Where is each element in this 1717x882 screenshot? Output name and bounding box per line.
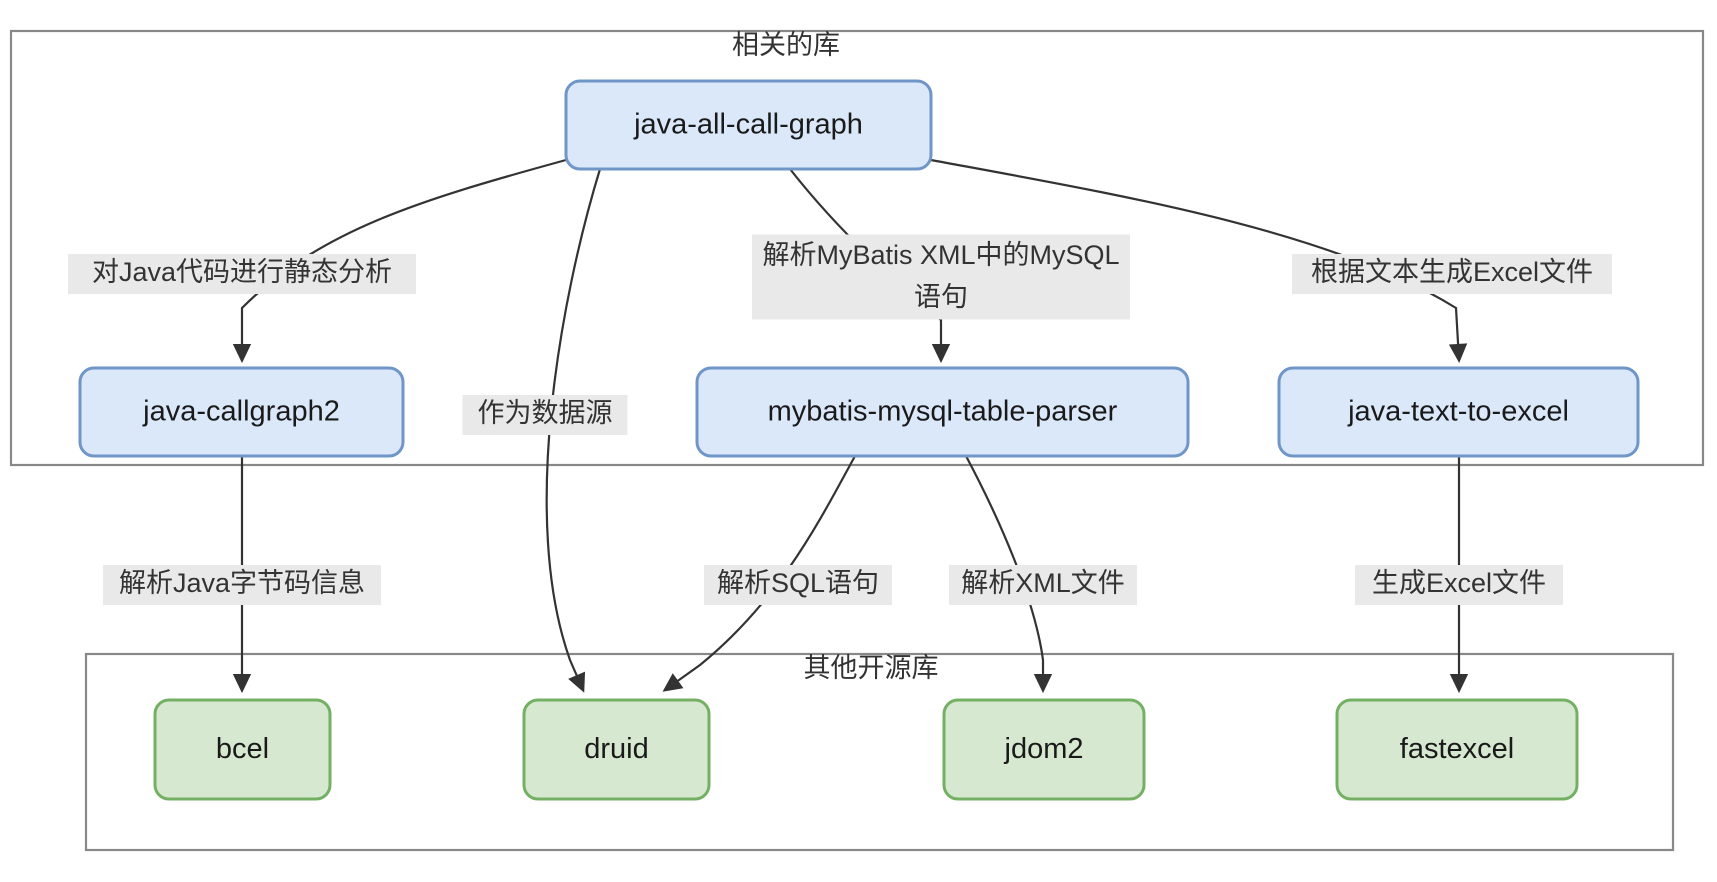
edge-label-background xyxy=(752,234,1130,320)
cluster-title-other-open-source-libs: 其他开源库 xyxy=(804,653,939,683)
node-label-jacg: java-all-call-graph xyxy=(633,109,863,141)
edge-label-e1: 对Java代码进行静态分析 xyxy=(68,254,416,294)
cluster-title-related-libs: 相关的库 xyxy=(732,30,840,60)
cluster-group xyxy=(9,29,1705,852)
node-jcg2[interactable]: java-callgraph2 xyxy=(78,366,405,458)
node-box-jtte[interactable] xyxy=(1277,366,1640,458)
edge-label-e7: 解析XML文件 xyxy=(949,565,1137,605)
node-label-jtte: java-text-to-excel xyxy=(1347,396,1569,428)
node-box-mmtp[interactable] xyxy=(695,366,1190,458)
node-label-bcel: bcel xyxy=(216,733,269,765)
node-box-fastexcel[interactable] xyxy=(1335,698,1579,801)
edge-label-text-line1: 解析MyBatis XML中的MySQL xyxy=(762,240,1119,270)
node-druid[interactable]: druid xyxy=(522,698,711,801)
edge-label-text: 解析Java字节码信息 xyxy=(119,568,365,598)
edge-label-e8: 生成Excel文件 xyxy=(1355,565,1563,605)
edge-label-e3: 解析MyBatis XML中的MySQL 语句 xyxy=(752,234,1130,320)
edge-label-background xyxy=(949,565,1137,605)
edge-label-text: 作为数据源 xyxy=(478,398,613,428)
node-label-jcg2: java-callgraph2 xyxy=(142,396,340,428)
edge-label-text: 解析XML文件 xyxy=(961,568,1125,598)
node-jacg[interactable]: java-all-call-graph xyxy=(564,79,933,171)
edge-label-text: 解析SQL语句 xyxy=(717,568,879,598)
node-jtte[interactable]: java-text-to-excel xyxy=(1277,366,1640,458)
edge-label-background xyxy=(68,254,416,294)
edge-label-background xyxy=(1355,565,1563,605)
cluster-related-libs xyxy=(9,29,1705,467)
edge-label-background xyxy=(1292,254,1612,294)
node-group: java-all-call-graph java-callgraph2 mybati… xyxy=(78,79,1640,801)
edge-label-text: 根据文本生成Excel文件 xyxy=(1311,257,1593,287)
node-label-mmtp: mybatis-mysql-table-parser xyxy=(768,396,1118,428)
node-box-jdom2[interactable] xyxy=(942,698,1146,801)
node-box-jacg[interactable] xyxy=(564,79,933,171)
node-box-bcel[interactable] xyxy=(153,698,332,801)
node-box-druid[interactable] xyxy=(522,698,711,801)
node-label-druid: druid xyxy=(584,733,649,765)
edge-label-background xyxy=(103,565,381,605)
edge-label-e5: 解析Java字节码信息 xyxy=(103,565,381,605)
edge-label-e6: 解析SQL语句 xyxy=(704,565,892,605)
node-label-fastexcel: fastexcel xyxy=(1400,733,1514,765)
node-bcel[interactable]: bcel xyxy=(153,698,332,801)
edge-label-e2: 作为数据源 xyxy=(462,395,628,435)
edge-label-background xyxy=(462,395,628,435)
edge-label-background xyxy=(704,565,892,605)
node-box-jcg2[interactable] xyxy=(78,366,405,458)
cluster-other-open-source-libs xyxy=(84,652,1675,852)
node-mmtp[interactable]: mybatis-mysql-table-parser xyxy=(695,366,1190,458)
edge-label-text: 对Java代码进行静态分析 xyxy=(92,257,392,287)
edge-label-text-line2: 语句 xyxy=(914,282,968,312)
node-fastexcel[interactable]: fastexcel xyxy=(1335,698,1579,801)
edge-label-e4: 根据文本生成Excel文件 xyxy=(1292,254,1612,294)
node-label-jdom2: jdom2 xyxy=(1004,733,1084,765)
node-jdom2[interactable]: jdom2 xyxy=(942,698,1146,801)
edge-label-text: 生成Excel文件 xyxy=(1372,568,1546,598)
